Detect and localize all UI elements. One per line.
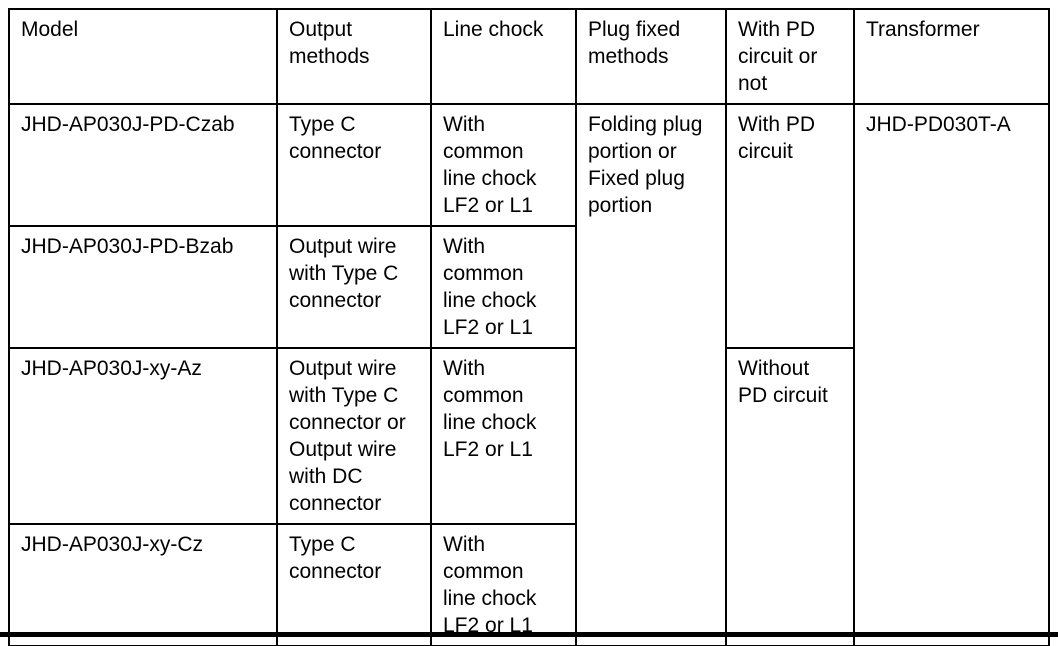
table-row: JHD-AP030J-PD-Bzab Output wire with Type… xyxy=(8,225,1049,349)
cell-pd-circuit-with: With PD circuit xyxy=(725,103,855,349)
header-row: Model Output methods Line chock Plug fix… xyxy=(8,8,1050,105)
header-transformer: Transformer xyxy=(853,8,1050,105)
cell-model: JHD-AP030J-PD-Bzab xyxy=(8,225,278,349)
header-line-chock: Line chock xyxy=(430,8,577,105)
cell-output-method: Type C connector xyxy=(276,523,432,646)
cell-output-method: Type C connector xyxy=(276,103,432,227)
table-row: JHD-AP030J-xy-Cz Type C connector With c… xyxy=(8,523,1049,646)
page-bottom-rule xyxy=(0,632,1058,637)
cell-output-method: Output wire with Type C connector xyxy=(276,225,432,349)
cell-line-chock: With common line chock LF2 or L1 xyxy=(430,347,577,525)
cell-model: JHD-AP030J-xy-Cz xyxy=(8,523,278,646)
cell-line-chock: With common line chock LF2 or L1 xyxy=(430,523,577,646)
model-spec-table: Model Output methods Line chock Plug fix… xyxy=(8,8,1050,646)
cell-line-chock: With common line chock LF2 or L1 xyxy=(430,103,577,227)
cell-pd-circuit-without: Without PD circuit xyxy=(725,347,855,646)
cell-model: JHD-AP030J-xy-Az xyxy=(8,347,278,525)
header-output-methods: Output methods xyxy=(276,8,432,105)
cell-model: JHD-AP030J-PD-Czab xyxy=(8,103,278,227)
header-model: Model xyxy=(8,8,278,105)
table-row: JHD-AP030J-PD-Czab Type C connector With… xyxy=(8,103,1050,646)
cell-line-chock: With common line chock LF2 or L1 xyxy=(430,225,577,349)
header-pd-circuit: With PD circuit or not xyxy=(725,8,855,105)
cell-output-method: Output wire with Type C connector or Out… xyxy=(276,347,432,525)
cell-transformer: JHD-PD030T-A xyxy=(853,103,1050,646)
header-plug-fixed-methods: Plug fixed methods xyxy=(575,8,727,105)
table-row: JHD-AP030J-xy-Az Output wire with Type C… xyxy=(8,347,1049,646)
cell-plug-fixed-methods: Folding plug portion or Fixed plug porti… xyxy=(575,103,727,646)
